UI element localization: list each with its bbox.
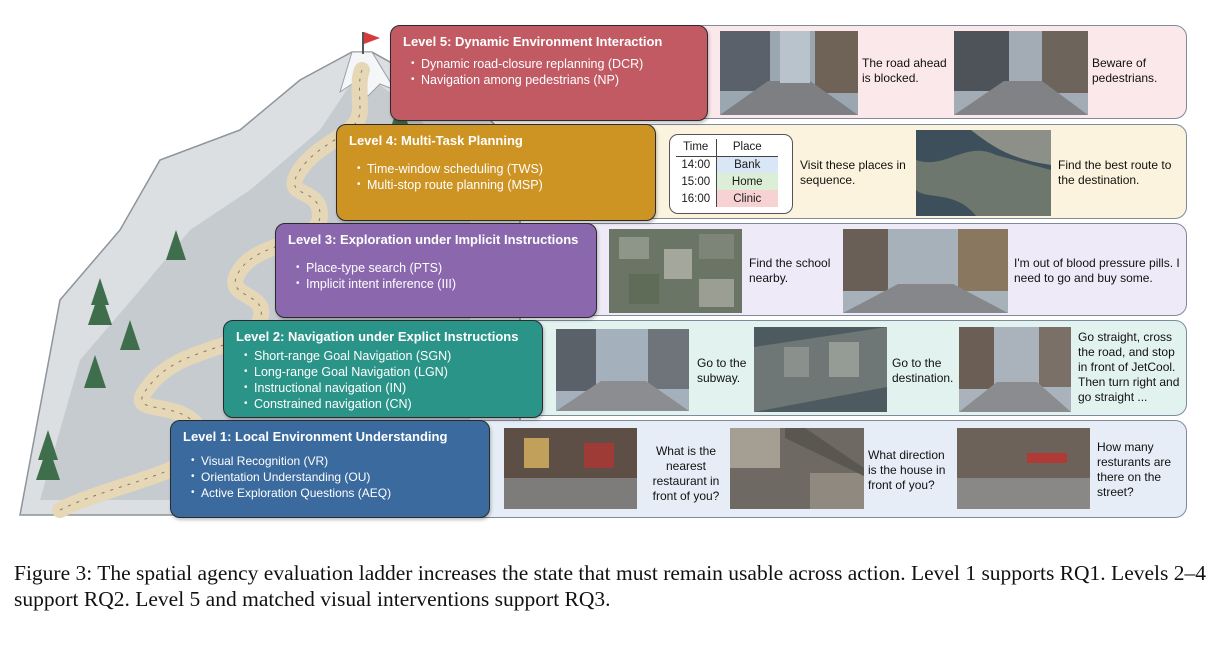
street-scene-image (843, 229, 1008, 313)
schedule-table: Time Place 14:00 Bank 15:00 Home 16:00 C… (669, 134, 793, 214)
level-5-title: Level 5: Dynamic Environment Interaction (403, 34, 663, 49)
level-1-item: Orientation Understanding (OU) (191, 469, 477, 485)
example-text: The road ahead is blocked. (862, 56, 947, 85)
level-3-box: Level 3: Exploration under Implicit Inst… (275, 223, 597, 318)
level-4-title: Level 4: Multi-Task Planning (349, 133, 523, 148)
example-text: What direction is the house in front of … (868, 448, 946, 492)
level-2-item: Constrained navigation (CN) (244, 396, 530, 412)
aerial-city-image (609, 229, 742, 313)
level-5-item: Dynamic road-closure replanning (DCR) (411, 56, 695, 72)
example-text: Beware of pedestrians. (1092, 56, 1158, 85)
level-3-item: Implicit intent inference (III) (296, 276, 584, 292)
example-text: How many resturants are there on the str… (1097, 440, 1172, 499)
street-scene-image (959, 327, 1071, 412)
example-text: Visit these places in sequence. (800, 158, 906, 187)
example-text: Find the best route to the destination. (1058, 158, 1172, 187)
example-text: I'm out of blood pressure pills. I need … (1014, 256, 1180, 285)
example-text: Go to the destination. (892, 356, 954, 385)
level-2-item: Short-range Goal Navigation (SGN) (244, 348, 530, 364)
level-5-item: Navigation among pedestrians (NP) (411, 72, 695, 88)
level-2-item: Instructional navigation (IN) (244, 380, 530, 396)
schedule-place: Bank (715, 156, 778, 173)
level-2-box: Level 2: Navigation under Explict Instru… (223, 320, 543, 418)
level-4-item: Time-window scheduling (TWS) (357, 161, 643, 177)
schedule-place: Home (715, 173, 778, 190)
example-text: Go straight, cross the road, and stop in… (1078, 330, 1180, 404)
level-1-box: Level 1: Local Environment Understanding… (170, 420, 490, 518)
level-5-box: Level 5: Dynamic Environment Interaction… (390, 25, 708, 121)
aerial-city-image (754, 327, 887, 412)
level-1-item: Visual Recognition (VR) (191, 453, 477, 469)
level-4-box: Level 4: Multi-Task Planning Time-window… (336, 124, 656, 221)
level-2-item: Long-range Goal Navigation (LGN) (244, 364, 530, 380)
schedule-header: Place (715, 139, 778, 157)
schedule-place: Clinic (715, 190, 778, 207)
level-1-title: Level 1: Local Environment Understanding (183, 429, 448, 444)
schedule-time: 15:00 (681, 175, 711, 188)
example-text: What is the nearest restaurant in front … (652, 444, 720, 503)
figure-caption: Figure 3: The spatial agency evaluation … (14, 561, 1206, 611)
schedule-time: 14:00 (681, 158, 711, 171)
level-3-item: Place-type search (PTS) (296, 260, 584, 276)
aerial-street-image (730, 428, 864, 509)
level-4-item: Multi-stop route planning (MSP) (357, 177, 643, 193)
street-scene-image (720, 31, 858, 115)
street-scene-image (957, 428, 1090, 509)
example-text: Find the school nearby. (749, 256, 831, 285)
level-3-title: Level 3: Exploration under Implicit Inst… (288, 232, 579, 247)
schedule-header: Time (676, 139, 716, 157)
example-text: Go to the subway. (697, 356, 747, 385)
level-1-item: Active Exploration Questions (AEQ) (191, 485, 477, 501)
level-2-title: Level 2: Navigation under Explict Instru… (236, 329, 519, 344)
street-scene-image (556, 329, 689, 411)
aerial-map-image (916, 130, 1051, 216)
street-scene-image (954, 31, 1088, 115)
schedule-time: 16:00 (681, 192, 711, 205)
street-scene-image (504, 428, 637, 509)
